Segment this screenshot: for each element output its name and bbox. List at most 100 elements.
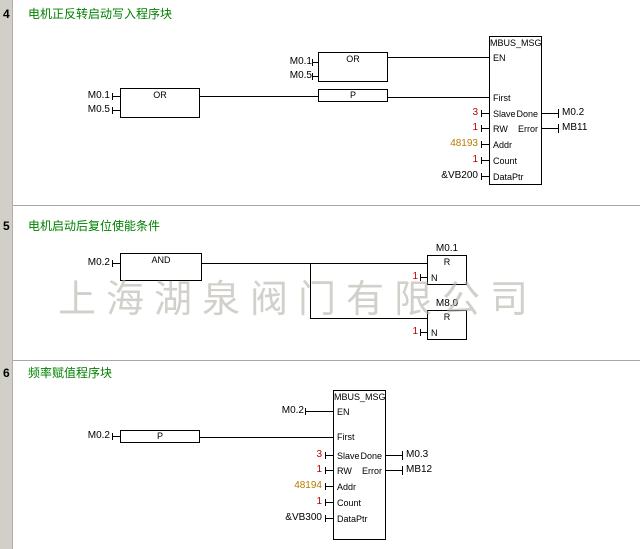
block-title: R: [443, 312, 451, 322]
param-rw-value[interactable]: 1: [316, 464, 322, 475]
wire: [481, 144, 489, 145]
output-done-operand[interactable]: M0.2: [562, 107, 585, 118]
wire: [420, 277, 427, 278]
pin-dataptr: DataPtr: [337, 514, 368, 524]
wire: [481, 113, 489, 114]
n-value[interactable]: 1: [412, 271, 418, 282]
network-comment[interactable]: 电机启动后复位使能条件: [28, 219, 161, 233]
wire: [202, 263, 427, 264]
wire: [310, 318, 427, 319]
reset-operand[interactable]: M0.1: [435, 243, 459, 254]
network-comment[interactable]: 频率赋值程序块: [28, 366, 113, 380]
pin-first: First: [337, 432, 355, 442]
output-error-operand[interactable]: MB11: [562, 122, 588, 133]
pin-slave: Slave: [493, 109, 516, 119]
param-count-value[interactable]: 1: [472, 154, 478, 165]
operand[interactable]: M0.1: [289, 56, 312, 67]
wire: [325, 502, 333, 503]
and-block[interactable]: AND: [120, 253, 202, 281]
param-addr-value[interactable]: 48194: [294, 480, 322, 491]
wire: [386, 455, 402, 456]
wire: [112, 436, 120, 437]
pin-tick: [402, 451, 403, 460]
pin-tick: [558, 124, 559, 133]
operand[interactable]: M0.2: [87, 257, 110, 268]
wire: [388, 97, 489, 98]
or-block[interactable]: OR: [318, 52, 388, 82]
operand[interactable]: M0.2: [281, 405, 304, 416]
wire: [312, 62, 318, 63]
block-title: AND: [151, 255, 171, 265]
wire: [542, 113, 558, 114]
mbus-msg-block[interactable]: MBUS_MSG EN First Slave RW Addr Count Da…: [333, 390, 386, 540]
reset-block[interactable]: R N: [427, 310, 467, 340]
n-value[interactable]: 1: [412, 326, 418, 337]
param-slave-value[interactable]: 3: [472, 107, 478, 118]
network-number[interactable]: 5: [3, 219, 10, 233]
param-dataptr-value[interactable]: &VB200: [441, 170, 478, 181]
pin-error: Error: [362, 466, 382, 476]
pin-addr: Addr: [493, 140, 513, 150]
network-gutter: [0, 0, 13, 549]
operand[interactable]: M0.5: [87, 104, 110, 115]
positive-edge-block[interactable]: P: [120, 430, 200, 443]
positive-edge-block[interactable]: P: [318, 89, 388, 102]
output-error-operand[interactable]: MB12: [406, 464, 433, 475]
wire: [200, 437, 333, 438]
pin-tick: [558, 109, 559, 118]
wire: [481, 128, 489, 129]
network-separator: [13, 360, 640, 361]
block-title: R: [443, 257, 451, 267]
block-title: OR: [153, 90, 167, 100]
pin-count: Count: [337, 498, 362, 508]
wire: [200, 96, 318, 97]
mbus-msg-block[interactable]: MBUS_MSG EN First Slave RW Addr Count Da…: [489, 36, 542, 185]
pin-dataptr: DataPtr: [493, 172, 524, 182]
block-title: P: [156, 431, 163, 441]
pin-done: Done: [360, 451, 382, 461]
reset-block[interactable]: R N: [427, 255, 467, 285]
network-number[interactable]: 6: [3, 366, 10, 380]
param-addr-value[interactable]: 48193: [450, 138, 478, 149]
network-number[interactable]: 4: [3, 7, 10, 21]
param-slave-value[interactable]: 3: [316, 449, 322, 460]
block-title: OR: [346, 54, 360, 64]
wire: [312, 76, 318, 77]
wire: [112, 110, 120, 111]
operand[interactable]: M0.5: [289, 70, 312, 81]
pin-rw: RW: [493, 124, 508, 134]
pin-tick: [402, 466, 403, 475]
reset-operand[interactable]: M8.0: [435, 298, 459, 309]
or-block[interactable]: OR: [120, 88, 200, 118]
wire: [386, 470, 402, 471]
wire: [112, 96, 120, 97]
operand[interactable]: M0.1: [87, 90, 110, 101]
param-dataptr-value[interactable]: &VB300: [285, 512, 322, 523]
wire: [481, 176, 489, 177]
pin-error: Error: [518, 124, 538, 134]
pin-rw: RW: [337, 466, 352, 476]
wire: [325, 518, 333, 519]
pin-en: EN: [493, 53, 506, 63]
param-rw-value[interactable]: 1: [472, 122, 478, 133]
pin-count: Count: [493, 156, 518, 166]
wire: [305, 411, 333, 412]
operand[interactable]: M0.2: [87, 430, 110, 441]
block-title: MBUS_MSG: [334, 392, 386, 402]
pin-done: Done: [516, 109, 538, 119]
block-title: MBUS_MSG: [490, 38, 542, 48]
pin-n: N: [431, 273, 438, 283]
pin-addr: Addr: [337, 482, 357, 492]
wire: [325, 470, 333, 471]
pin-en: EN: [337, 407, 350, 417]
wire: [542, 128, 558, 129]
block-title: P: [349, 90, 356, 100]
wire: [420, 332, 427, 333]
output-done-operand[interactable]: M0.3: [406, 449, 429, 460]
pin-slave: Slave: [337, 451, 360, 461]
pin-first: First: [493, 93, 511, 103]
param-count-value[interactable]: 1: [316, 496, 322, 507]
network-separator: [13, 205, 640, 206]
network-comment[interactable]: 电机正反转启动写入程序块: [28, 7, 173, 21]
